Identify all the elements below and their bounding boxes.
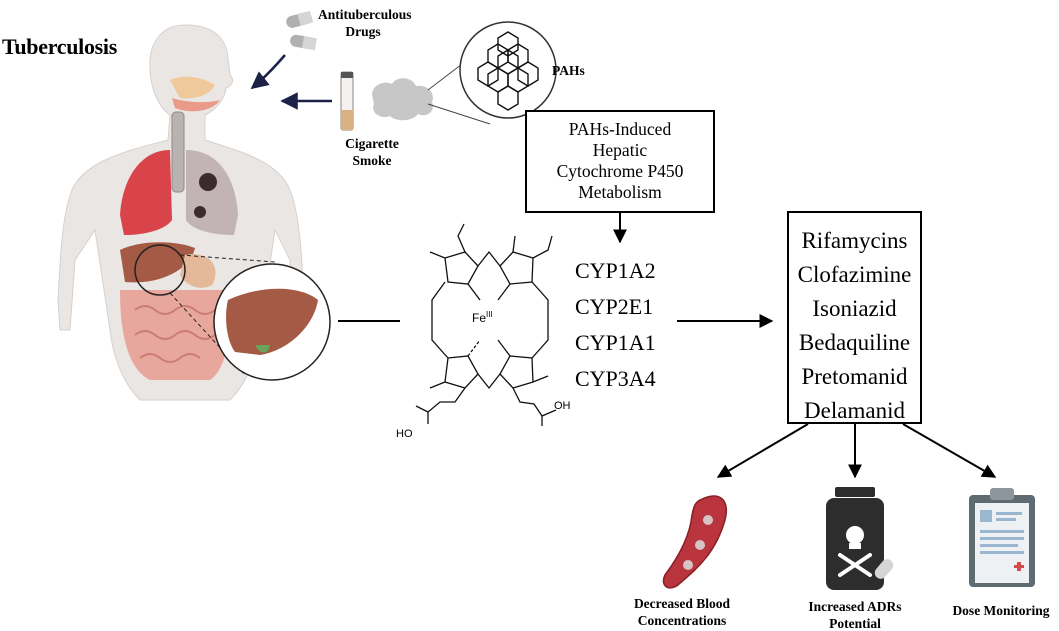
zoom-line-top [179, 254, 276, 263]
label-ho: HO [396, 428, 413, 440]
stomach [180, 254, 216, 288]
pah-molecule [477, 31, 539, 111]
pah-zoom-line-2 [427, 103, 491, 125]
metabolism-line-4: Metabolism [578, 182, 662, 202]
metabolism-line-3: Cytochrome P450 [556, 161, 684, 181]
oral-cavity [172, 98, 220, 112]
metabolism-box: PAHs-Induced Hepatic Cytochrome P450 Met… [525, 110, 715, 213]
clipboard-icon [969, 488, 1035, 587]
drug-item: Delamanid [804, 398, 905, 423]
cigarette-icon [340, 71, 354, 131]
outcome-decreased-blood: Decreased Blood Concentrations [633, 596, 731, 628]
outcome-increased-adrs: Increased ADRs Potential [808, 599, 902, 631]
drug-item: Bedaquiline [798, 330, 911, 355]
lung-lesion [199, 173, 217, 191]
label-oh: OH [554, 400, 571, 412]
liver [120, 242, 195, 283]
cyp-item: CYP3A4 [575, 366, 656, 391]
fe-label: FeIII [472, 310, 493, 325]
label-pahs: PAHs [552, 63, 585, 78]
drug-item: Isoniazid [812, 296, 897, 321]
label-cigarette-smoke: Cigarette Smoke [345, 136, 399, 168]
cyp-item: CYP1A1 [575, 330, 656, 355]
cyp-item: CYP2E1 [575, 294, 654, 319]
liver-enlarged [226, 288, 318, 355]
drug-list-box: Rifamycins Clofazimine Isoniazid Bedaqui… [787, 211, 922, 424]
heme-structure [415, 223, 557, 426]
left-lung [120, 150, 172, 235]
smoke-cloud [372, 78, 433, 121]
arrow-drugs-to-body [250, 54, 286, 90]
poison-bottle-icon [826, 487, 894, 590]
metabolism-line-1: PAHs-Induced [568, 119, 672, 139]
arrow-to-dose-monitoring [902, 423, 997, 478]
blood-vessel-icon [662, 495, 727, 589]
label-antituberculous-drugs: Antituberculous Drugs [318, 7, 412, 39]
lung-lesion-2 [194, 206, 206, 218]
gallbladder [255, 345, 270, 353]
pah-circle [459, 21, 557, 119]
liver-zoom-source [134, 244, 186, 296]
outcome-dose-monitoring: Dose Monitoring [952, 603, 1050, 618]
human-body-figure [57, 24, 331, 401]
trachea [171, 111, 185, 193]
pills-icon [286, 10, 317, 51]
drug-item: Clofazimine [797, 262, 912, 287]
cyp-item: CYP1A2 [575, 258, 656, 283]
drug-item: Pretomanid [801, 364, 908, 389]
arrow-to-decreased-blood [716, 423, 809, 478]
figure-title: Tuberculosis [2, 34, 118, 59]
drug-item: Rifamycins [801, 228, 908, 253]
nasal-cavity [170, 76, 215, 99]
cyp-list: CYP1A2 CYP2E1 CYP1A1 CYP3A4 [575, 253, 656, 397]
intestine-folds [134, 305, 216, 363]
metabolism-line-2: Hepatic [592, 140, 648, 160]
